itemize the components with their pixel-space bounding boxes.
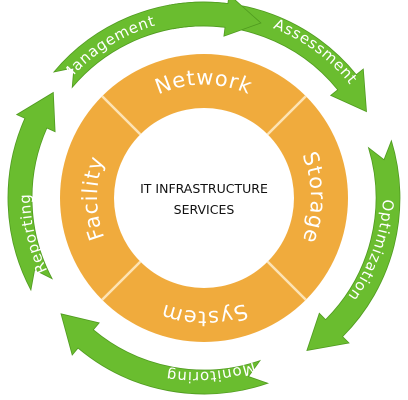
outer-cycle-arrows [7, 0, 401, 395]
center-circle [114, 108, 294, 288]
divider-line [101, 95, 142, 136]
cycle-arrow-monitoring [60, 313, 270, 395]
center-title-line2: SERVICES [174, 202, 235, 217]
cycle-arrow-reporting [7, 91, 56, 292]
ring-dividers [101, 95, 307, 301]
cycle-arrow-management [52, 0, 262, 89]
divider-line [101, 260, 142, 301]
cycle-arrow-optimization [306, 139, 401, 352]
center-title-line1: IT INFRASTRUCTURE [140, 181, 268, 196]
divider-line [266, 260, 307, 301]
arrow-assessment-label: Assessment [271, 15, 361, 88]
divider-line [266, 95, 307, 136]
